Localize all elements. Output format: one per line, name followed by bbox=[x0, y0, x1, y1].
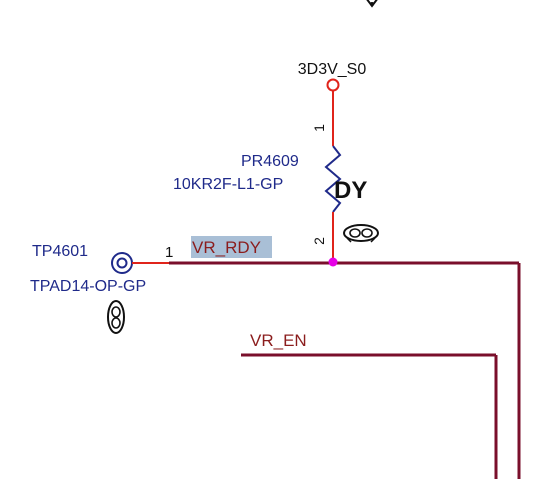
resistor-pin1-number: 1 bbox=[311, 124, 327, 132]
stamp-icon bbox=[366, 0, 378, 8]
net-label-vr-rdy[interactable]: VR_RDY bbox=[192, 238, 261, 257]
power-rail-label: 3D3V_S0 bbox=[298, 61, 367, 78]
junction-dot bbox=[328, 257, 338, 267]
testpoint-symbol bbox=[111, 252, 133, 274]
testpoint-pin-number: 1 bbox=[165, 244, 173, 261]
net-label-highlight bbox=[191, 236, 272, 258]
testpoint-refdes: TP4601 bbox=[32, 243, 88, 260]
resistor-pin2-number: 2 bbox=[311, 237, 327, 245]
resistor-refdes: PR4609 bbox=[241, 153, 299, 170]
resistor-part-number: 10KR2F-L1-GP bbox=[173, 176, 283, 193]
stamp-icon bbox=[343, 224, 379, 243]
option-mark-dy: DY bbox=[334, 177, 367, 204]
testpoint-part-number: TPAD14-OP-GP bbox=[30, 278, 146, 295]
net-label-vr-en[interactable]: VR_EN bbox=[250, 331, 307, 350]
power-rail-symbol bbox=[326, 78, 340, 92]
stamp-icon bbox=[107, 300, 125, 334]
resistor-body bbox=[324, 145, 342, 213]
